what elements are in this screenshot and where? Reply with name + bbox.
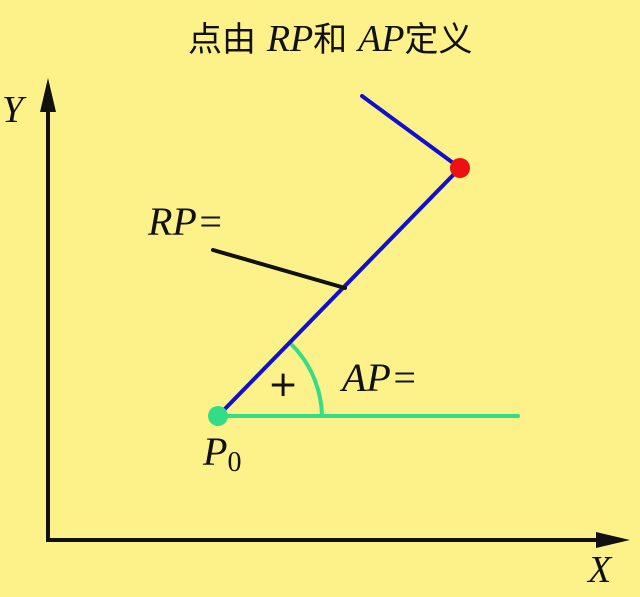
rp-label: RP= bbox=[148, 199, 224, 244]
approach-line bbox=[360, 94, 462, 170]
title-mid: 和 bbox=[313, 20, 359, 60]
origin-point-p0 bbox=[208, 406, 228, 426]
title-rp: RP bbox=[266, 18, 314, 60]
y-axis-label: Y bbox=[2, 89, 24, 131]
target-point bbox=[450, 158, 470, 178]
p0-label-main: P bbox=[203, 429, 228, 474]
ap-label: AP= bbox=[342, 355, 418, 400]
angle-arc bbox=[289, 342, 324, 417]
positive-direction-sign: + bbox=[268, 364, 299, 405]
rp-leader-line bbox=[211, 248, 347, 290]
y-axis-arrow-icon bbox=[40, 78, 56, 112]
x-axis-arrow-icon bbox=[596, 532, 630, 548]
p0-label-subscript: 0 bbox=[227, 447, 242, 478]
title-ap: AP bbox=[358, 18, 405, 60]
x-axis-label: X bbox=[588, 549, 612, 591]
rp-vector-line bbox=[216, 166, 462, 418]
diagram-title: 点由 RP和 AP定义 bbox=[188, 12, 473, 61]
p0-label: P0 bbox=[203, 428, 242, 478]
title-suffix: 定义 bbox=[404, 20, 473, 60]
title-prefix: 点由 bbox=[188, 20, 267, 60]
